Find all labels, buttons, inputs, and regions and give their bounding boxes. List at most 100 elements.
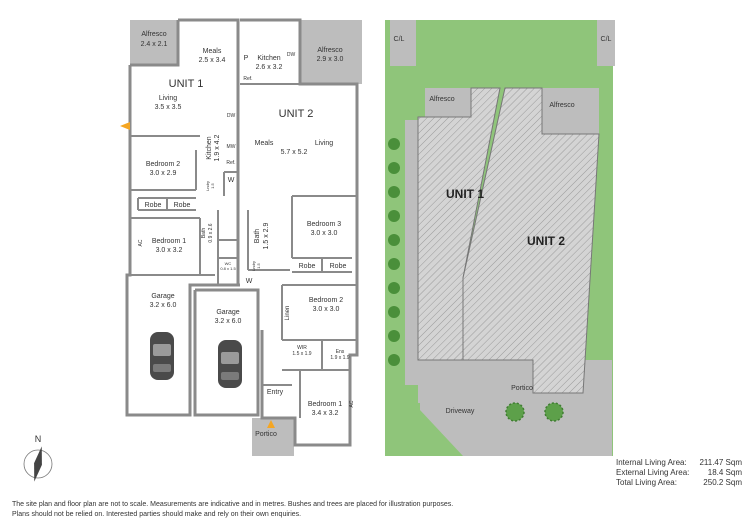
site-alfresco2-label: Alfresco [549, 102, 574, 109]
u1-garage-name: Garage [151, 293, 174, 300]
u1-bedroom1-name: Bedroom 1 [152, 238, 186, 245]
site-plan: C/L C/L Alfresco Alfresco UNIT 1 UNIT 2 … [385, 20, 615, 456]
u2-ac-label: AC [349, 400, 355, 407]
u2-pantry-label: P [244, 55, 249, 62]
u1-alfresco-dim: 2.4 x 2.1 [141, 41, 168, 48]
site-unit1 [417, 87, 501, 361]
area-row: External Living Area: 18.4 Sqm [616, 468, 742, 478]
u2-bath-dim: 1.5 x 2.9 [263, 222, 270, 249]
u1-bath-dim: 0.9 x 2.6 [208, 223, 214, 242]
u2-linen-name: Linen [285, 306, 291, 321]
u2-lndry-dim: 1.5 [256, 262, 261, 268]
u2-meals-dim: 5.7 x 5.2 [281, 149, 308, 156]
site-alfresco2 [542, 88, 599, 134]
u2-bedroom2-dim: 3.0 x 3.0 [313, 306, 340, 313]
u2-kitchen-dim: 2.6 x 3.2 [256, 64, 283, 71]
u2-title: UNIT 2 [279, 108, 314, 120]
car-icon [150, 332, 174, 380]
u1-kitchen-dim: 1.9 x 4.2 [214, 134, 221, 161]
u2-alfresco-dim: 2.9 x 3.0 [317, 56, 344, 63]
u1-wc-name: WC [225, 261, 232, 266]
u2-kitchen-name: Kitchen [257, 55, 280, 62]
u1-w-label: W [228, 177, 235, 184]
unit1-interior-walls [130, 135, 238, 285]
u2-alfresco-area [300, 20, 362, 84]
area-value: 211.47 Sqm [699, 458, 742, 467]
floor-plan: Alfresco 2.4 x 2.1 Meals 2.5 x 3.4 UNIT … [23, 18, 362, 482]
u1-mw-label: MW [227, 144, 236, 150]
u1-title: UNIT 1 [169, 78, 204, 90]
u2-bath-name: Bath [254, 229, 261, 244]
unit2-interior-walls [240, 83, 357, 418]
area-label: Internal Living Area: [616, 458, 687, 467]
living-area-summary: Internal Living Area: 211.47 Sqm Externa… [616, 458, 742, 488]
u2-meals-name: Meals [255, 140, 274, 147]
u2-ref-label: Ref. [243, 76, 252, 82]
unit2-walls [193, 18, 359, 447]
u2-dw-label: DW [287, 52, 296, 58]
area-row: Internal Living Area: 211.47 Sqm [616, 458, 742, 468]
entry-arrow-icon [267, 420, 275, 428]
u2-bedroom1-name: Bedroom 1 [308, 401, 342, 408]
area-label: Total Living Area: [616, 478, 677, 487]
disclaimer-line: The site plan and floor plan are not to … [12, 501, 454, 508]
u2-garage-name: Garage [216, 309, 239, 316]
u2-w-label: W [246, 278, 253, 285]
site-alfresco1-label: Alfresco [429, 96, 454, 103]
u2-robe-a: Robe [299, 263, 316, 270]
u1-dw-label: DW [227, 113, 236, 119]
u2-wir-name: WIR [297, 345, 307, 351]
compass: N [23, 434, 53, 482]
u1-bedroom1-dim: 3.0 x 3.2 [156, 247, 183, 254]
site-cl-right: C/L [601, 36, 612, 43]
area-value: 250.2 Sqm [703, 478, 742, 487]
compass-north-label: N [35, 434, 42, 444]
site-cl-left: C/L [394, 36, 405, 43]
site-alfresco1 [425, 88, 471, 120]
site-unit2 [462, 87, 600, 394]
u1-ac-label: AC [138, 239, 144, 246]
car-icon [218, 340, 242, 388]
u1-wc-dim: 0.8 x 1.5 [220, 266, 236, 271]
area-value: 18.4 Sqm [707, 468, 742, 477]
u1-bedroom2-name: Bedroom 2 [146, 161, 180, 168]
u2-ens-name: Ens [336, 349, 345, 355]
u2-bedroom3-dim: 3.0 x 3.0 [311, 230, 338, 237]
u1-alfresco-area [130, 20, 178, 65]
u2-robe-b: Robe [330, 263, 347, 270]
u2-bedroom2-name: Bedroom 2 [309, 297, 343, 304]
u2-alfresco-name: Alfresco [317, 47, 342, 54]
u1-lndry-name: Lndry [205, 181, 210, 191]
u1-meals-name: Meals [203, 48, 222, 55]
u2-wir-dim: 1.5 x 1.9 [292, 351, 311, 357]
u2-bedroom1-dim: 3.4 x 3.2 [312, 410, 339, 417]
u1-meals-dim: 2.5 x 3.4 [199, 57, 226, 64]
site-unit2-label: UNIT 2 [527, 234, 565, 248]
u1-robe-b: Robe [174, 202, 191, 209]
u1-lndry-dim: 1.5 [210, 182, 215, 188]
u1-ref-label: Ref. [226, 160, 235, 166]
site-driveway-label: Driveway [446, 408, 475, 415]
cl-left-block [390, 20, 416, 66]
u1-robe-a: Robe [145, 202, 162, 209]
u2-lndry-name: Lndry [251, 261, 256, 271]
site-unit1-label: UNIT 1 [446, 187, 484, 201]
site-driveway-strip [418, 383, 538, 403]
shrub-icons [388, 138, 564, 422]
u2-portico-name: Portico [255, 431, 277, 438]
disclaimer-line: Plans should not be relied on. Intereste… [12, 511, 302, 518]
u2-living-name: Living [315, 140, 333, 147]
area-row: Total Living Area: 250.2 Sqm [616, 478, 742, 488]
u1-bath-name: Bath [201, 228, 207, 239]
u1-living-name: Living [159, 95, 177, 102]
north-arrow-icon [34, 446, 42, 482]
cl-right-block [597, 20, 615, 66]
u1-living-dim: 3.5 x 3.5 [155, 104, 182, 111]
disclaimer: The site plan and floor plan are not to … [12, 500, 612, 520]
u1-garage-dim: 3.2 x 6.0 [150, 302, 177, 309]
u1-bedroom2-dim: 3.0 x 2.9 [150, 170, 177, 177]
u2-ens-dim: 1.9 x 1.9 [330, 355, 349, 361]
site-portico-label: Portico [511, 385, 533, 392]
u2-bedroom3-name: Bedroom 3 [307, 221, 341, 228]
